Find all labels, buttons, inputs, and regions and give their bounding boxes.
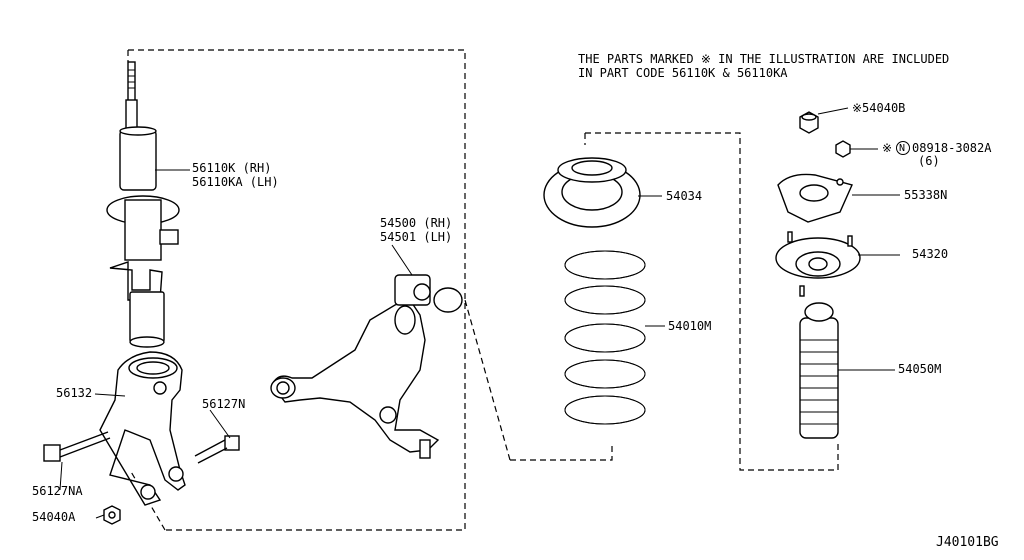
dashed-reference-lines	[127, 49, 839, 531]
note-line-2: IN PART CODE 56110K & 56110KA	[578, 66, 788, 80]
label-56110ka-lh: 56110KA (LH)	[192, 175, 279, 189]
label-54040a: 54040A	[32, 510, 76, 524]
label-54500-rh: 54500 (RH)	[380, 216, 453, 230]
label-nut-washer-mark: ※	[882, 141, 893, 155]
strut-fork	[99, 351, 186, 506]
nut-54040a	[103, 505, 121, 525]
label-54010m: 54010M	[668, 319, 712, 333]
label-54501-lh: 54501 (LH)	[380, 230, 453, 244]
spring-seat	[543, 157, 641, 228]
strut-assembly	[106, 61, 180, 348]
note-line-1: THE PARTS MARKED ※ IN THE ILLUSTRATION A…	[578, 52, 950, 66]
label-56110k-rh: 56110K (RH)	[192, 161, 272, 175]
bolt-56127na	[43, 431, 111, 462]
label-08918-3082a: 08918-3082A	[912, 141, 992, 155]
nut-washer	[835, 140, 851, 158]
lower-arm	[270, 274, 463, 459]
label-54034: 54034	[666, 189, 703, 203]
insulator	[777, 173, 853, 223]
bolt-56127n	[194, 435, 240, 464]
label-56132: 56132	[56, 386, 93, 400]
circled-n-icon	[896, 141, 910, 155]
label-56127na: 56127NA	[32, 484, 83, 498]
nut-54040b	[799, 111, 819, 134]
mount	[775, 231, 861, 297]
label-56127n: 56127N	[202, 397, 246, 411]
label-nut-washer-circle: N	[899, 143, 906, 154]
label-54050m: 54050M	[898, 362, 942, 376]
figure-code: J40101BG	[936, 535, 999, 550]
bound-bumper	[799, 302, 839, 439]
label-54040b: ※54040B	[852, 101, 906, 115]
leader-lines	[59, 107, 900, 519]
label-55338n: 55338N	[904, 188, 948, 202]
coil-spring	[564, 250, 646, 425]
label-qty-6: (6)	[918, 154, 940, 168]
label-54320: 54320	[912, 247, 949, 261]
